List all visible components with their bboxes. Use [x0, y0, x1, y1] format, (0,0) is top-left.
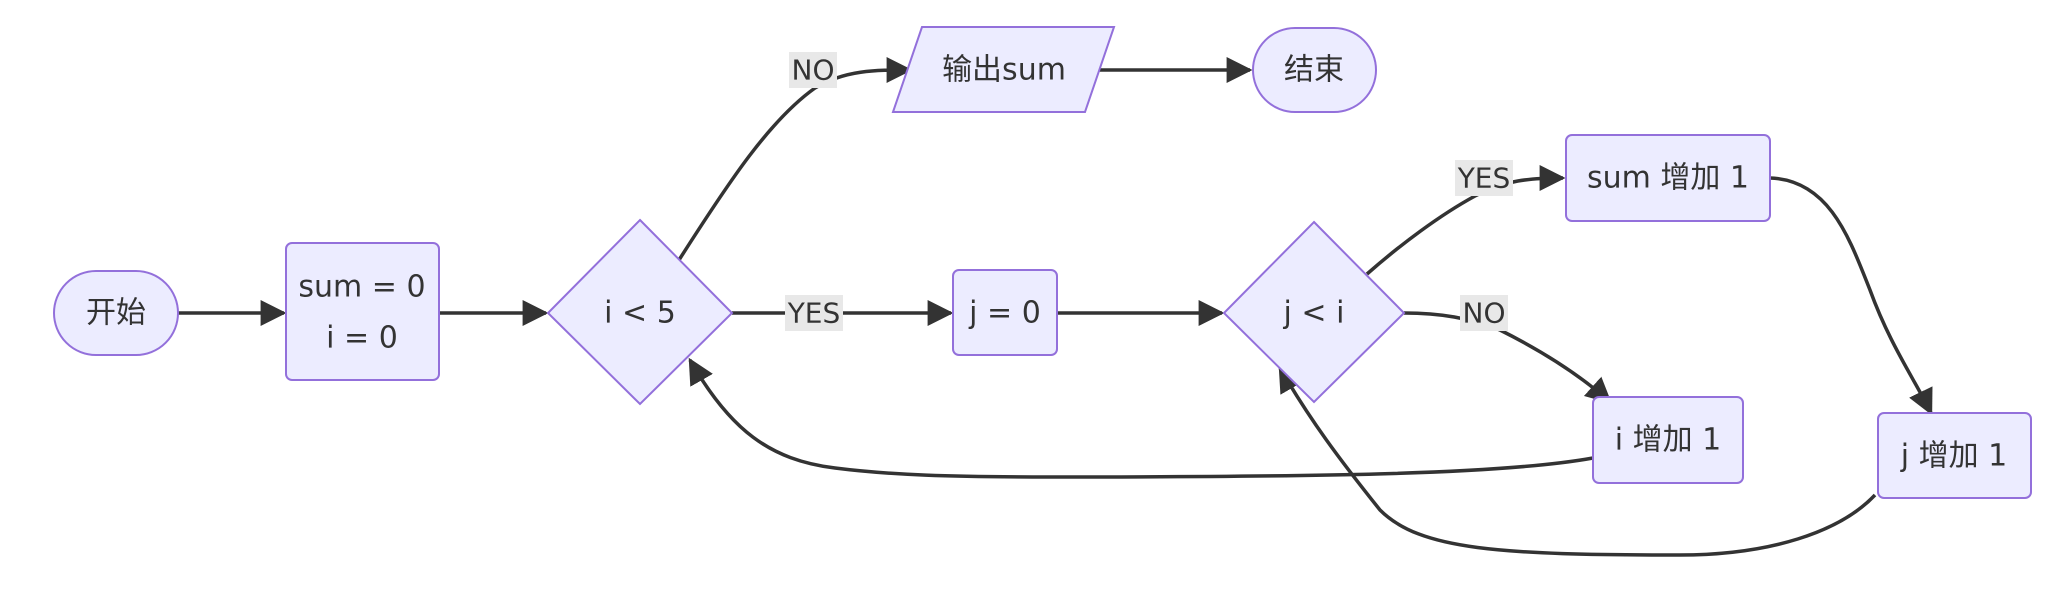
svg-text:i = 0: i = 0	[326, 321, 398, 356]
node-init: sum = 0 i = 0	[285, 242, 440, 381]
edge-cond-outer-to-output	[677, 57, 913, 261]
svg-text:sum 增加 1: sum 增加 1	[1587, 161, 1749, 196]
svg-text:sum = 0: sum = 0	[298, 270, 425, 305]
svg-text:i < 5: i < 5	[604, 296, 676, 331]
svg-text:开始: 开始	[86, 296, 146, 331]
svg-text:NO: NO	[1463, 297, 1506, 330]
svg-text:i 增加 1: i 增加 1	[1615, 423, 1722, 458]
node-output: 输出sum	[891, 26, 1116, 113]
node-end: 结束	[1252, 27, 1377, 113]
svg-text:YES: YES	[787, 297, 841, 330]
edge-label-outer-no: NO	[789, 52, 837, 88]
edge-label-inner-no: NO	[1460, 295, 1508, 331]
edge-i-inc-to-cond-outer	[688, 357, 1594, 479]
node-init-j: j = 0	[952, 269, 1058, 356]
edge-label-outer-yes: YES	[785, 295, 843, 331]
node-i-inc: i 增加 1	[1592, 396, 1744, 484]
edge-sum-inc-to-j-inc	[1769, 176, 1933, 416]
node-cond-inner: j < i	[1222, 220, 1406, 404]
edge-label-inner-yes: YES	[1455, 160, 1513, 196]
svg-text:j < i: j < i	[1283, 296, 1345, 331]
edge-j-inc-to-cond-inner	[1278, 365, 1877, 557]
svg-text:结束: 结束	[1284, 53, 1344, 88]
svg-text:YES: YES	[1457, 162, 1511, 195]
svg-text:j = 0: j = 0	[968, 296, 1041, 331]
svg-text:j 增加 1: j 增加 1	[1900, 439, 2008, 474]
node-start: 开始	[53, 270, 179, 356]
edge-cond-inner-to-sum-inc	[1365, 165, 1566, 276]
svg-text:输出sum: 输出sum	[942, 53, 1066, 88]
edge-labels: NO YES YES NO	[785, 52, 1513, 331]
nodes: 开始 sum = 0 i = 0 i < 5 输出sum 结束 j = 0	[53, 26, 2032, 499]
svg-text:NO: NO	[792, 54, 835, 87]
node-j-inc: j 增加 1	[1877, 412, 2032, 499]
node-cond-outer: i < 5	[546, 218, 734, 406]
node-sum-inc: sum 增加 1	[1565, 134, 1771, 222]
